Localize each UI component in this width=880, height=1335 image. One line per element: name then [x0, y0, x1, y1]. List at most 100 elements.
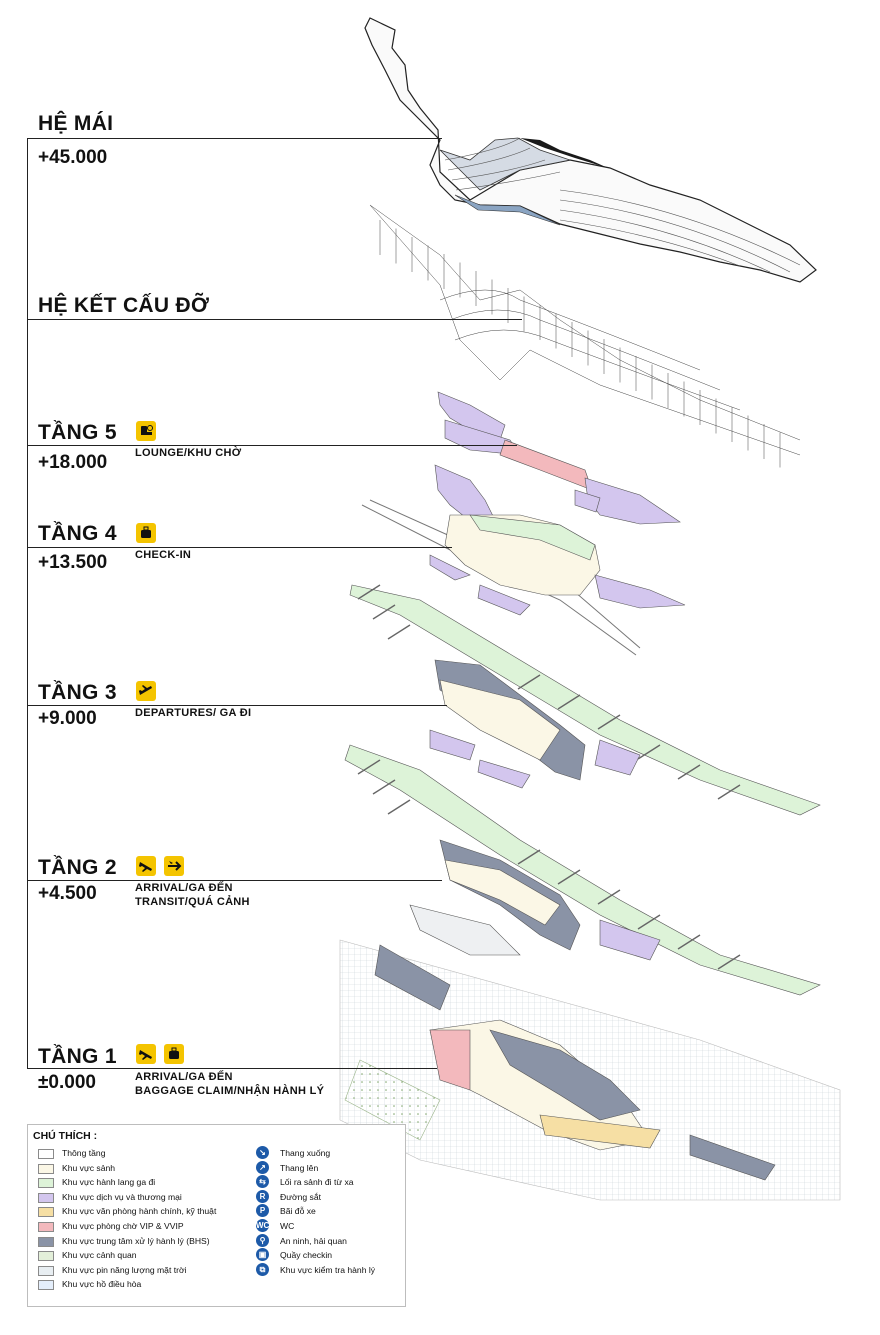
- boarding-bridge: [517, 674, 541, 690]
- boarding-bridge: [557, 694, 581, 710]
- boarding-bridge: [357, 759, 381, 775]
- legend-symbol-label: Lối ra sảnh đi từ xa: [280, 1177, 354, 1188]
- roof-layer: [364, 17, 817, 283]
- legend-symbol-label: Bãi đỗ xe: [280, 1206, 316, 1217]
- boarding-bridge: [557, 869, 581, 885]
- legend-zone-label: Thông tầng: [62, 1148, 106, 1158]
- boarding-bridge: [677, 934, 701, 950]
- level-elevation-floor2: +4.500: [38, 883, 97, 904]
- baggage-check-icon: ⧉: [256, 1262, 269, 1276]
- level-guide-floor2: [27, 880, 442, 881]
- level4-plan: [361, 464, 686, 656]
- legend-zone-label: Khu vực phòng chờ VIP & VVIP: [62, 1221, 184, 1231]
- boarding-bridge: [677, 764, 701, 780]
- legend-swatch: [38, 1163, 54, 1174]
- level-desc-floor2-line1: ARRIVAL/GA ĐẾN: [135, 882, 233, 894]
- level-title-floor2: TẦNG 2: [38, 856, 117, 879]
- level-guide-floor4: [27, 547, 452, 548]
- boarding-bridge: [597, 714, 621, 730]
- lounge-seat-icon: [136, 421, 156, 441]
- legend-zone-label: Khu vực pin năng lượng mặt trời: [62, 1264, 187, 1275]
- level-desc-floor2-line2: TRANSIT/QUÁ CẢNH: [135, 896, 250, 908]
- legend-symbol-label: Quầy checkin: [280, 1250, 333, 1261]
- boarding-bridge: [637, 914, 661, 930]
- structure-columns: [379, 220, 781, 468]
- level5-plan: [437, 391, 681, 525]
- level-desc-floor5: LOUNGE/KHU CHỜ: [135, 447, 242, 459]
- luggage-icon: [136, 523, 156, 543]
- luggage-icon: [164, 1044, 184, 1064]
- legend-symbol-label: Thang lên: [280, 1162, 319, 1173]
- plane-departure-icon: [136, 681, 156, 701]
- boarding-bridge: [597, 889, 621, 905]
- legend-zone-label: Khu vực trung tâm xử lý hành lý (BHS): [62, 1235, 210, 1246]
- escalator-up-icon: ↗: [256, 1160, 269, 1174]
- structure-layer: [369, 204, 801, 468]
- security-icon: ⚲: [256, 1233, 269, 1247]
- boarding-bridge: [387, 799, 411, 815]
- level-elevation-floor4: +13.500: [38, 552, 108, 573]
- level-desc-floor1-line2: BAGGAGE CLAIM/NHẬN HÀNH LÝ: [135, 1085, 325, 1097]
- plane-arrival-icon: [136, 856, 156, 876]
- level-title-floor5: TẦNG 5: [38, 421, 117, 444]
- legend-zone-label: Khu vực sảnh: [62, 1162, 116, 1173]
- legend-title: CHÚ THÍCH :: [33, 1130, 98, 1142]
- railway-icon: R: [256, 1189, 269, 1203]
- legend-zone-label: Khu vực hành lang ga đi: [62, 1177, 156, 1188]
- level-title-structure: HỆ KẾT CẤU ĐỠ: [38, 294, 210, 317]
- boarding-bridge: [717, 784, 741, 800]
- level2-plan: [344, 744, 821, 996]
- level-title-floor3: TẦNG 3: [38, 681, 117, 704]
- legend-swatch: [38, 1207, 54, 1218]
- level-desc-floor3: DEPARTURES/ GA ĐI: [135, 707, 252, 719]
- boarding-bridge: [517, 849, 541, 865]
- level-elevation-floor5: +18.000: [38, 452, 108, 473]
- legend-symbol-label: WC: [280, 1221, 295, 1231]
- legend-symbol-label: Đường sắt: [280, 1191, 322, 1202]
- level-guide-floor5: [27, 445, 517, 446]
- legend-swatch: [38, 1265, 54, 1276]
- boarding-bridge: [372, 604, 396, 620]
- level-title-roof: HỆ MÁI: [38, 112, 114, 135]
- remote-exit-icon: ⇆: [256, 1175, 269, 1189]
- legend-swatch: [38, 1236, 54, 1247]
- legend-zone-label: Khu vực hồ điều hòa: [62, 1279, 142, 1290]
- level-elevation-floor3: +9.000: [38, 708, 97, 729]
- parking-icon: P: [256, 1204, 269, 1218]
- legend-symbol-label: Thang xuống: [280, 1148, 331, 1158]
- level3-plan: [349, 584, 821, 816]
- checkin-counter-icon: ▣: [256, 1248, 269, 1262]
- level-guide-floor1: [27, 1068, 437, 1069]
- level-guide-vertical: [27, 138, 28, 1068]
- level-desc-floor1-line1: ARRIVAL/GA ĐẾN: [135, 1071, 233, 1083]
- legend-swatch: [38, 1222, 54, 1232]
- level-title-floor4: TẦNG 4: [38, 522, 117, 545]
- legend-swatch: [38, 1149, 54, 1159]
- legend-swatch: [38, 1251, 54, 1262]
- legend-zone-label: Khu vực văn phòng hành chính, kỹ thuật: [62, 1206, 217, 1217]
- plane-transit-icon: [164, 856, 184, 876]
- legend-zone-label: Khu vực dịch vụ và thương mại: [62, 1191, 182, 1202]
- wc-icon: WC: [256, 1219, 270, 1232]
- level1-plan: [339, 939, 841, 1201]
- legend-swatch: [38, 1280, 54, 1291]
- roof-blue-edge: [454, 194, 561, 226]
- level-elevation-floor1: ±0.000: [38, 1072, 96, 1093]
- level-elevation-roof: +45.000: [38, 147, 108, 168]
- boarding-bridge: [372, 779, 396, 795]
- legend-symbol-label: Khu vực kiểm tra hành lý: [280, 1264, 376, 1275]
- legend-swatch: [38, 1192, 54, 1203]
- escalator-down-icon: ↘: [256, 1146, 269, 1159]
- level-title-floor1: TẦNG 1: [38, 1045, 117, 1068]
- level-desc-floor4: CHECK-IN: [135, 549, 192, 561]
- boarding-bridge: [637, 744, 661, 760]
- legend-swatch: [38, 1178, 54, 1189]
- roof-outline: [364, 17, 817, 283]
- level-guide-floor3: [27, 705, 447, 706]
- boarding-bridge: [387, 624, 411, 640]
- level-guide-structure: [27, 319, 522, 320]
- roof-dark-core: [520, 138, 608, 168]
